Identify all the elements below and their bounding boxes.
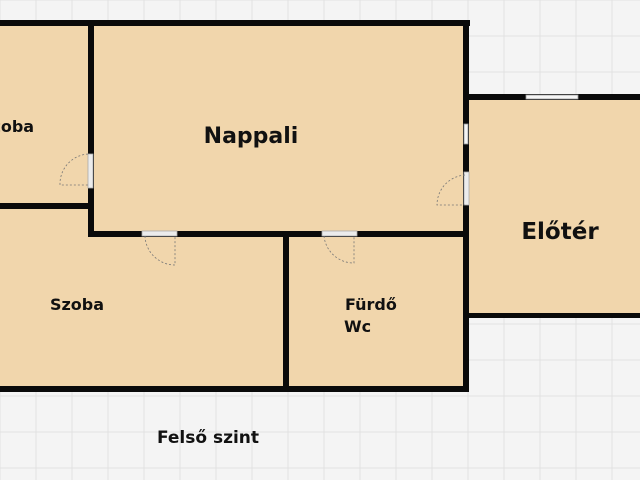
room-label-eloter: Előtér bbox=[521, 219, 599, 245]
room-eloter[interactable] bbox=[466, 97, 640, 315]
doors bbox=[59, 153, 470, 266]
room-label-wc: Wc bbox=[344, 317, 371, 336]
room-label-szoba-lower: Szoba bbox=[50, 295, 104, 314]
room-label-nappali: Nappali bbox=[204, 124, 299, 149]
room-furdo-wc[interactable] bbox=[286, 233, 466, 388]
windows bbox=[463, 94, 579, 145]
window bbox=[525, 94, 579, 100]
door[interactable] bbox=[141, 230, 178, 266]
room-label-szoba-upper: Szoba bbox=[0, 117, 34, 136]
door[interactable] bbox=[59, 153, 94, 189]
floor-label: Felső szint bbox=[157, 428, 259, 448]
room-nappali[interactable] bbox=[90, 24, 466, 234]
door[interactable] bbox=[436, 171, 470, 206]
door[interactable] bbox=[321, 230, 358, 264]
window bbox=[463, 123, 469, 145]
room-szoba-upper[interactable] bbox=[0, 24, 90, 206]
room-label-furdo: Fürdő bbox=[345, 295, 397, 314]
